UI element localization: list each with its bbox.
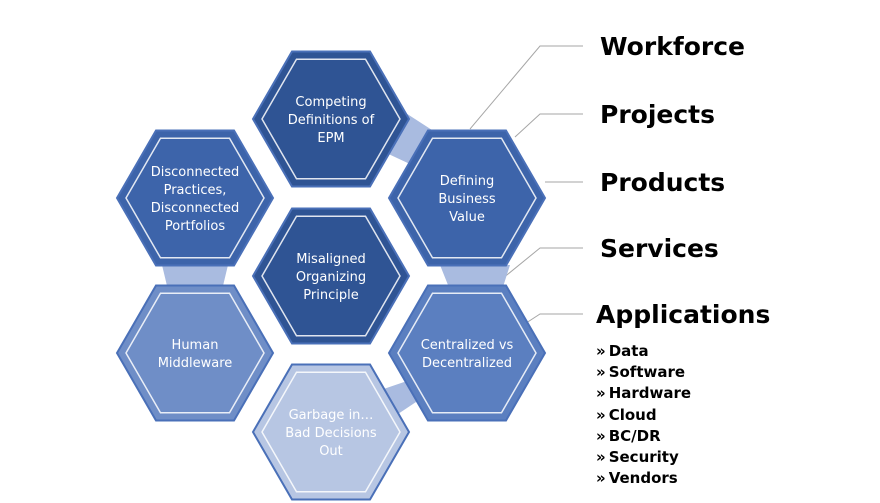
applications-sub-list: »Data »Software »Hardware »Cloud »BC/DR …	[596, 341, 691, 489]
hexagon-label-line: Principle	[303, 288, 358, 303]
sub-item-label: Hardware	[608, 384, 692, 403]
hexagon-inner-border	[125, 292, 265, 414]
hexagon-outer	[115, 284, 275, 422]
sub-item-label: Cloud	[608, 405, 657, 424]
hexagon-label-line: Middleware	[158, 356, 233, 371]
projects-label: Projects	[600, 100, 716, 129]
sub-item-label: Data	[608, 342, 649, 360]
bullet-icon: »	[596, 447, 606, 466]
hexagon-outer	[251, 207, 411, 345]
hexagon-label-line: Disconnected	[151, 201, 239, 216]
hexagon-outer	[251, 50, 411, 188]
bullet-icon: »	[596, 405, 606, 424]
sub-item-label: Vendors	[608, 469, 678, 488]
hex-centralized-decentralized: Centralized vs Decentralized	[387, 284, 547, 422]
sub-item-label: BC/DR	[608, 426, 661, 445]
applications-label: Applications	[596, 300, 771, 329]
hexagon-outer	[387, 284, 547, 422]
leader-line-projects	[514, 113, 583, 138]
hexagon-label-line: Decentralized	[422, 356, 512, 371]
hexagon-outer	[251, 363, 411, 501]
sub-item-cloud: »Cloud	[596, 405, 691, 426]
sub-item-security: »Security	[596, 447, 691, 468]
bullet-icon: »	[596, 342, 606, 360]
hexagon-label-line: Centralized vs	[421, 338, 514, 353]
sub-item-bcdr: »BC/DR	[596, 426, 691, 447]
hexagon-label-line: Business	[438, 192, 496, 207]
hexagon-inner-border	[261, 58, 401, 180]
hexagon-inner-border	[397, 292, 537, 414]
hexagon-label-line: Disconnected	[151, 165, 239, 180]
hexagon-label-line: Defining	[440, 174, 495, 189]
services-label: Services	[600, 234, 719, 263]
hex-disconnected-practices: DisconnectedPractices,DisconnectedPortfo…	[115, 129, 275, 267]
bullet-icon: »	[596, 363, 606, 382]
sub-item-vendors: »Vendors	[596, 468, 691, 489]
bullet-icon: »	[596, 384, 606, 403]
hexagon-inner-border	[125, 137, 265, 259]
hexagon-label-line: Competing	[295, 95, 366, 110]
bullet-icon: »	[596, 426, 606, 445]
workforce-label: Workforce	[600, 32, 745, 61]
hexagon-outer	[115, 129, 275, 267]
sub-item-label: Security	[608, 447, 679, 466]
hexagon-label-line: Value	[449, 210, 485, 225]
hexagon-label-line: Portfolios	[165, 219, 225, 234]
hexagon-label-line: Practices,	[164, 183, 227, 198]
hexagon-label-line: Human	[172, 338, 219, 353]
hexagon-outer	[387, 129, 547, 267]
sub-item-hardware: »Hardware	[596, 383, 691, 404]
hexagon-label-line: Out	[319, 444, 343, 459]
hexagon-label-line: Definitions of	[288, 113, 375, 128]
connector-left	[162, 265, 228, 290]
connector-right	[440, 265, 510, 290]
hexagon-label-line: Organizing	[296, 270, 366, 285]
sub-item-software: »Software	[596, 362, 691, 383]
sub-item-label: Software	[608, 363, 686, 382]
connector-bottom	[366, 380, 422, 418]
hexagon-inner-border	[261, 371, 401, 493]
hexagon-inner-border	[261, 215, 401, 337]
leader-line-workforce	[469, 45, 583, 130]
hexagon-label-line: Bad Decisions	[285, 426, 377, 441]
hexagon-label-line: Misaligned	[296, 252, 366, 267]
hexagon-inner-border	[397, 137, 537, 259]
hexagon-label-line: Garbage in…	[289, 408, 374, 423]
sub-item-data: »Data	[596, 341, 691, 362]
hexagon-label-line: EPM	[317, 131, 344, 146]
bullet-icon: »	[596, 469, 606, 488]
products-label: Products	[600, 168, 726, 197]
